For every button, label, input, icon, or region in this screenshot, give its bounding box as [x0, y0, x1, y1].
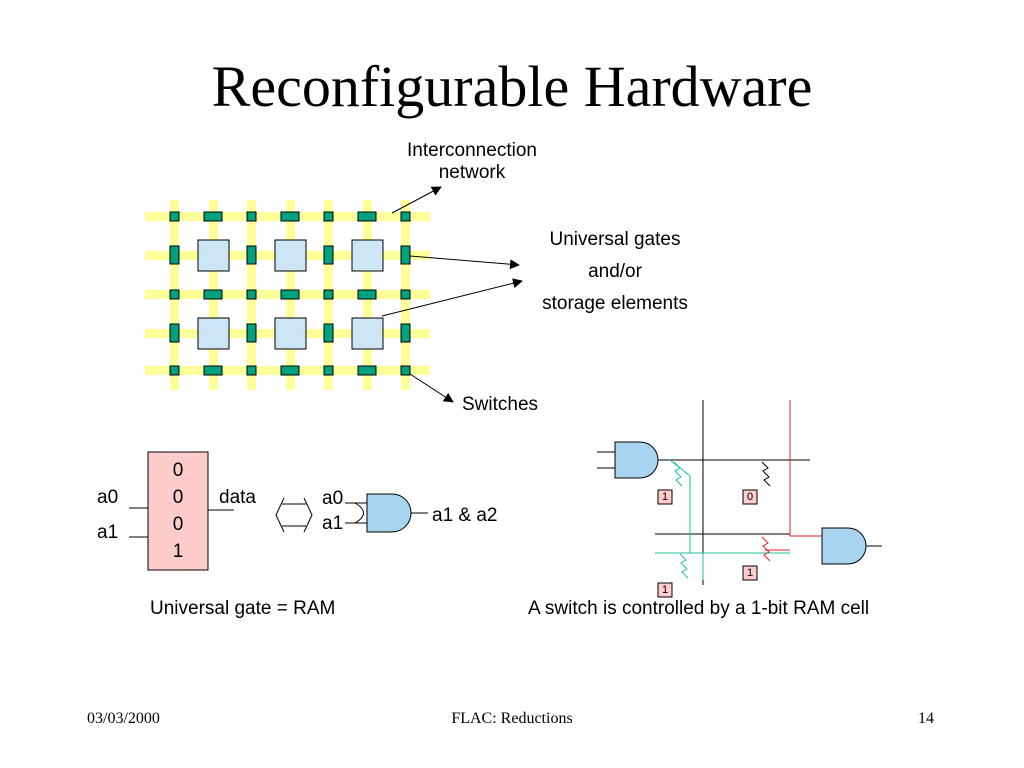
switch-caption: A switch is controlled by a 1-bit RAM ce… — [528, 598, 870, 619]
ram-block — [129, 451, 234, 571]
and-gate — [345, 493, 428, 533]
ram-cell: 1 — [172, 541, 184, 562]
ram-cell: 0 — [172, 487, 184, 508]
ram-bit-1 — [657, 489, 673, 505]
equivalence-arrow-icon — [275, 497, 313, 533]
ram-cells: 0 0 0 1 — [148, 457, 208, 565]
ram-bit-label: 0 — [746, 491, 754, 503]
footer-date: 03/03/2000 — [87, 710, 160, 727]
ram-bit-label: 1 — [746, 567, 754, 579]
switch-diagram — [597, 400, 882, 598]
ram-input-a1: a1 — [97, 522, 119, 543]
interconnection-label-line2: network — [438, 162, 506, 183]
footer-course: FLAC: Reductions — [451, 710, 573, 727]
ram-input-a0: a0 — [97, 487, 119, 508]
ram-bit-label: 1 — [661, 584, 669, 596]
interconnection-label: Interconnection network — [372, 140, 572, 184]
interconnection-label-line1: Interconnection — [407, 140, 537, 161]
callout-arrows — [381, 186, 523, 403]
gate-output-label: a1 & a2 — [432, 505, 498, 526]
universal-gates-label: Universal gates and/or storage elements — [510, 224, 720, 320]
footer-page-number: 14 — [918, 710, 934, 727]
ram-bit-4 — [657, 582, 673, 598]
ram-bit-label: 1 — [661, 491, 669, 503]
gate-input-a0: a0 — [322, 488, 344, 509]
ram-bit-3 — [742, 565, 758, 581]
universal-gates-line1: Universal gates — [549, 229, 681, 250]
ram-caption: Universal gate = RAM — [150, 598, 336, 619]
ram-cell: 0 — [172, 514, 184, 535]
universal-gates-line2: and/or — [588, 261, 642, 282]
switches-label: Switches — [462, 394, 539, 415]
interconnect-grid — [145, 186, 523, 403]
slide-title: Reconfigurable Hardware — [211, 54, 813, 119]
switch-boxes — [169, 211, 411, 376]
ram-cell: 0 — [172, 460, 184, 481]
gate-input-a1: a1 — [322, 513, 344, 534]
ram-bit-2 — [742, 489, 758, 505]
logic-blocks — [197, 239, 384, 350]
universal-gates-line3: storage elements — [542, 293, 688, 314]
ram-output-data: data — [219, 487, 256, 508]
